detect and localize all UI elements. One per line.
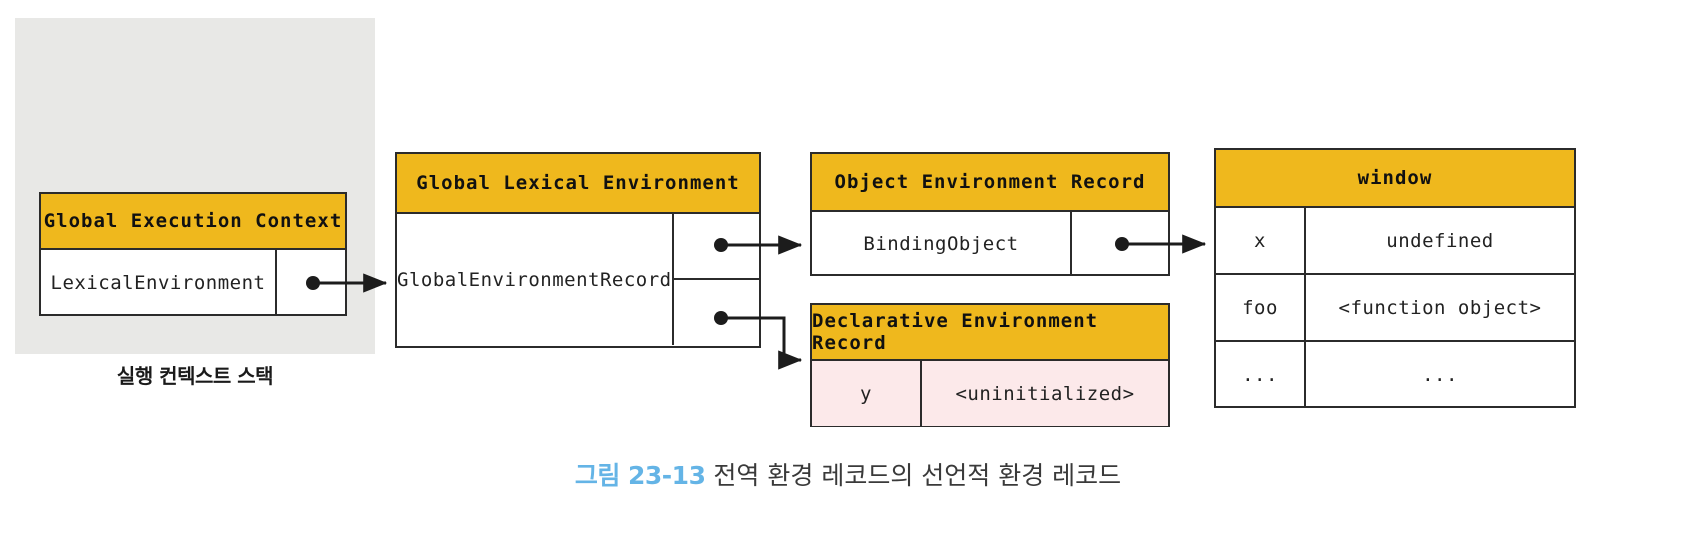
- window-object-title: window: [1216, 150, 1574, 208]
- binding-object-label: BindingObject: [812, 212, 1072, 275]
- window-key-foo: foo: [1216, 275, 1306, 340]
- figure-number: 그림 23-13: [574, 461, 706, 490]
- global-execution-context-body: LexicalEnvironment: [41, 250, 345, 315]
- lexical-environment-label: LexicalEnvironment: [41, 250, 277, 315]
- declarative-environment-record-title: Declarative Environment Record: [812, 305, 1168, 361]
- global-lexical-environment-body: GlobalEnvironmentRecord: [397, 214, 759, 345]
- object-environment-record-box: Object Environment Record BindingObject: [810, 152, 1170, 276]
- figure-caption-text: 전역 환경 레코드의 선언적 환경 레코드: [705, 461, 1122, 490]
- declarative-environment-record-box: Declarative Environment Record y <uninit…: [810, 303, 1170, 427]
- binding-object-pointer-cell: [1072, 212, 1168, 275]
- lexical-environment-pointer-cell: [277, 250, 345, 315]
- window-value-foo: <function object>: [1338, 296, 1542, 319]
- figure-caption: 그림 23-13 전역 환경 레코드의 선언적 환경 레코드: [0, 456, 1696, 492]
- declarative-record-key-y: y: [812, 361, 922, 426]
- window-key-ellipsis: ...: [1216, 342, 1306, 407]
- global-execution-context-box: Global Execution Context LexicalEnvironm…: [39, 192, 347, 316]
- global-lexical-environment-pointer-column: [673, 214, 759, 346]
- window-row-foo: foo <function object>: [1216, 275, 1574, 342]
- object-environment-record-pointer-cell: [673, 214, 759, 280]
- object-environment-record-body: BindingObject: [812, 212, 1168, 275]
- global-environment-record-label: GlobalEnvironmentRecord: [397, 214, 674, 345]
- window-value-x: undefined: [1386, 229, 1494, 252]
- window-row-ellipsis: ... ...: [1216, 342, 1574, 407]
- global-execution-context-title: Global Execution Context: [41, 194, 345, 250]
- global-lexical-environment-title: Global Lexical Environment: [397, 154, 759, 214]
- window-key-x: x: [1216, 208, 1306, 273]
- window-object-box: window x undefined foo <function object>…: [1214, 148, 1576, 408]
- global-lexical-environment-box: Global Lexical Environment GlobalEnviron…: [395, 152, 761, 348]
- window-value-ellipsis: ...: [1422, 363, 1458, 386]
- object-environment-record-title: Object Environment Record: [812, 154, 1168, 212]
- declarative-environment-record-body: y <uninitialized>: [812, 361, 1168, 426]
- window-row-x: x undefined: [1216, 208, 1574, 275]
- execution-context-stack-label: 실행 컨텍스트 스택: [116, 364, 274, 388]
- declarative-record-value-uninitialized: <uninitialized>: [922, 361, 1168, 426]
- declarative-environment-record-pointer-cell: [674, 280, 759, 346]
